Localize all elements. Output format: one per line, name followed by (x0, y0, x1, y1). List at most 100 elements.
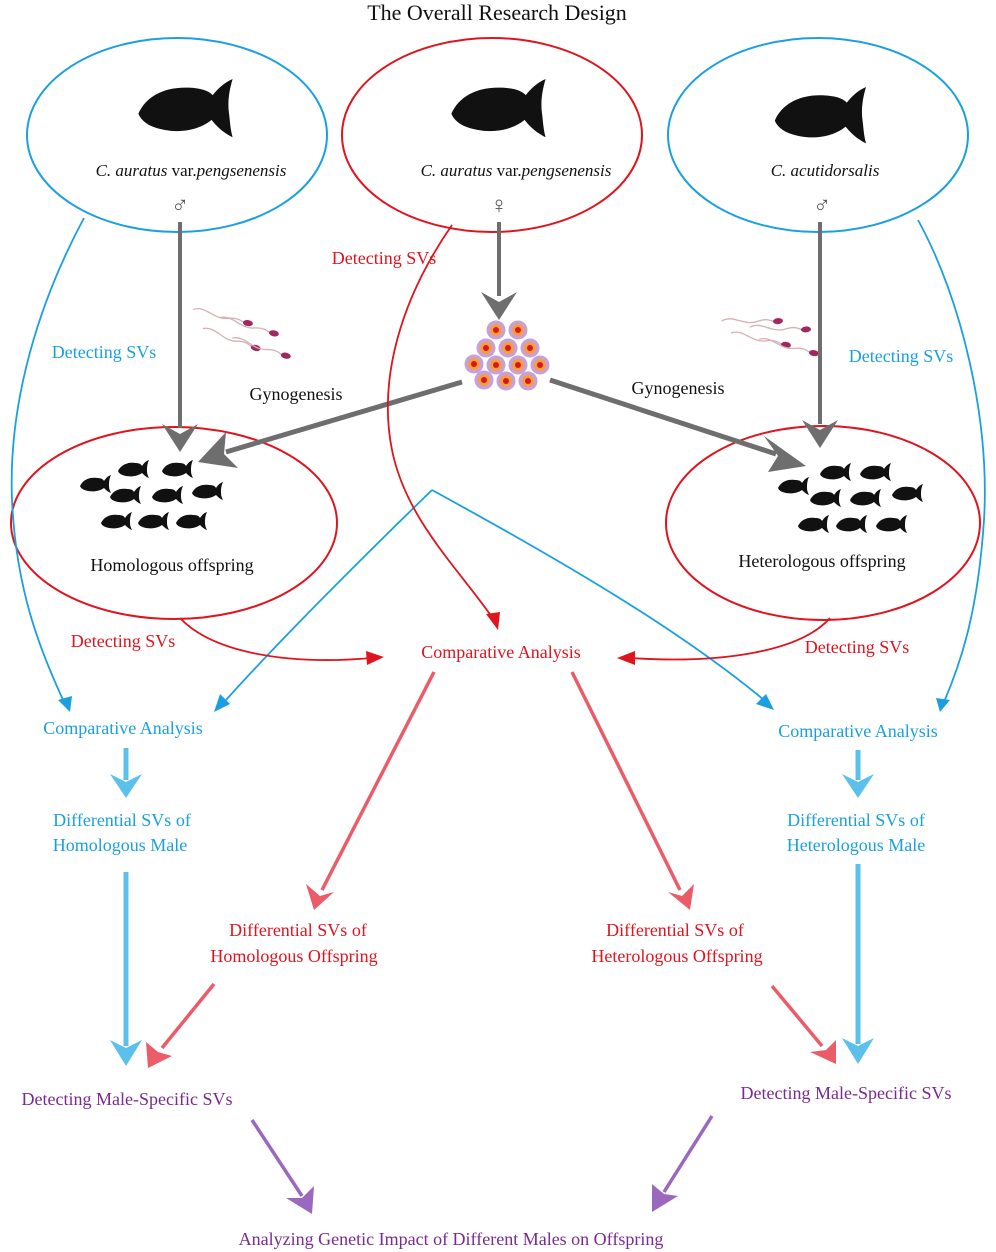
egg-icon (496, 371, 516, 391)
fish-icon (892, 484, 923, 502)
diff-homologous-offspring-line1: Differential SVs of (229, 920, 367, 940)
fish-icon (836, 515, 867, 533)
egg-icon (476, 338, 496, 358)
fish-icon (820, 463, 851, 481)
fish-icon (162, 460, 193, 478)
detect-svs-female: Detecting SVs (332, 248, 436, 268)
diff-heterologous-male-line1: Differential SVs of (787, 810, 925, 830)
fish-icon (860, 463, 891, 481)
purple-arrow-left (250, 1119, 314, 1214)
detect-svs-left-male: Detecting SVs (52, 342, 156, 362)
red-arrow-homologous (179, 617, 384, 665)
egg-icon (530, 355, 550, 375)
offspring-heterologous-ellipse (665, 425, 981, 621)
egg-icon (486, 320, 506, 340)
egg-icon (508, 355, 528, 375)
gynogenesis-left-label: Gynogenesis (250, 384, 343, 404)
fish-icon (810, 489, 841, 507)
gray-arrow-gynogenesis-left (198, 379, 463, 468)
red-arrow-heterologous (617, 617, 831, 665)
offspring-heterologous-label: Heterologous offspring (738, 551, 905, 571)
fish-icon (138, 79, 233, 138)
parent-left-label: C. auratus var.pengsenensis (96, 161, 287, 180)
sperm-icon (200, 326, 264, 353)
comparative-analysis-left: Comparative Analysis (43, 718, 202, 738)
fish-icon (110, 486, 141, 504)
parent-center-ellipse (341, 37, 643, 233)
blue-arrow-left-male (10, 217, 85, 712)
diff-heterologous-offspring-line2: Heterologous Offspring (591, 946, 762, 966)
egg-cluster (464, 320, 550, 391)
detect-svs-right-male: Detecting SVs (849, 346, 953, 366)
fish-icon (778, 477, 809, 495)
egg-icon (520, 338, 540, 358)
lightred-arrow-center-right (570, 671, 694, 910)
sperm-group-right (720, 312, 821, 358)
detect-svs-homologous: Detecting SVs (71, 631, 175, 651)
fish-icon (152, 486, 183, 504)
sperm-icon (748, 320, 812, 337)
fish-icon (80, 475, 111, 493)
sperm-icon (217, 315, 281, 338)
egg-icon (464, 354, 484, 374)
final-analysis-label: Analyzing Genetic Impact of Different Ma… (239, 1229, 664, 1249)
male-specific-right: Detecting Male-Specific SVs (741, 1083, 952, 1103)
gynogenesis-right-label: Gynogenesis (632, 378, 725, 398)
fish-icon (850, 489, 881, 507)
diff-heterologous-male-line2: Heterologous Male (787, 835, 925, 855)
gray-arrow-gynogenesis-right (549, 377, 806, 472)
fish-icon (774, 87, 866, 144)
detect-svs-heterologous: Detecting SVs (805, 637, 909, 657)
egg-icon (474, 370, 494, 390)
offspring-homologous-ellipse (10, 426, 338, 620)
fish-icon (798, 515, 829, 533)
diff-heterologous-offspring-line1: Differential SVs of (606, 920, 744, 940)
lightblue-arrow-left-2 (110, 872, 142, 1066)
fish-icon (176, 512, 207, 530)
male-specific-left: Detecting Male-Specific SVs (22, 1089, 233, 1109)
sperm-group-left (191, 307, 293, 361)
lightred-arrow-center-left (306, 671, 436, 910)
fish-icon (101, 512, 132, 530)
gray-arrow-left-male (162, 222, 198, 452)
fish-icon (118, 460, 149, 478)
homologous-fish-group (80, 460, 223, 530)
diff-homologous-offspring-line2: Homologous Offspring (210, 946, 377, 966)
fish-icon (138, 512, 169, 530)
lightblue-arrow-left-1 (110, 748, 142, 798)
blue-arrow-center-left (214, 489, 433, 712)
blue-arrow-center-right (431, 489, 774, 710)
red-arrow-female (386, 224, 500, 630)
lightblue-arrow-right-2 (842, 864, 874, 1064)
purple-arrow-right (652, 1115, 714, 1212)
egg-icon (508, 320, 528, 340)
egg-icon (518, 371, 538, 391)
gray-arrow-right-male (802, 222, 838, 448)
parent-right-label: C. acutidorsalis (771, 161, 880, 180)
lightblue-arrow-right-1 (842, 750, 874, 798)
sperm-icon (720, 312, 784, 331)
offspring-homologous-label: Homologous offspring (90, 555, 253, 575)
comparative-analysis-right: Comparative Analysis (778, 721, 937, 741)
lightred-arrow-right-2 (770, 984, 836, 1064)
comparative-analysis-center: Comparative Analysis (421, 642, 580, 662)
egg-icon (486, 355, 506, 375)
parent-center-label: C. auratus var.pengsenensis (421, 161, 612, 180)
diff-homologous-male-line1: Differential SVs of (53, 810, 191, 830)
gray-arrow-female (481, 222, 517, 320)
egg-icon (498, 338, 518, 358)
parent-right-sex: ♂ (813, 193, 831, 219)
diff-homologous-male-line2: Homologous Male (53, 835, 188, 855)
fish-icon (451, 79, 546, 138)
fish-icon (876, 515, 907, 533)
heterologous-fish-group (778, 463, 923, 533)
parent-center-sex: ♀ (490, 193, 508, 219)
page-title: The Overall Research Design (367, 0, 627, 25)
sperm-icon (229, 336, 293, 361)
blue-arrow-right-male (917, 219, 986, 712)
lightred-arrow-left-2 (146, 982, 216, 1068)
fish-icon (192, 482, 223, 500)
parent-left-sex: ♂ (171, 193, 189, 219)
parent-left-ellipse (26, 37, 328, 233)
